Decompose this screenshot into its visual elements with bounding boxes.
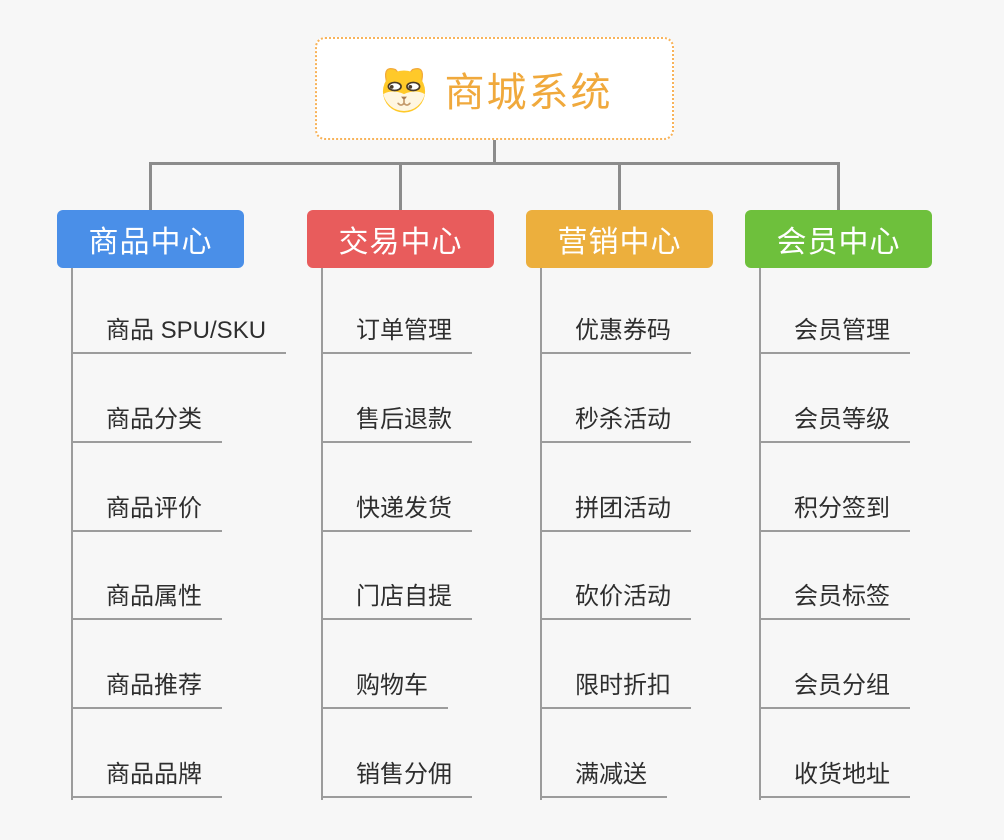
branch-label: 会员中心 [776, 226, 901, 259]
branch-label: 营销中心 [557, 226, 682, 259]
branch-children-line-member [759, 268, 761, 800]
child-node-full-reduction[interactable]: 满减送 [540, 758, 667, 798]
connector-drop-product [149, 162, 152, 210]
child-node-label: 商品 SPU/SKU [106, 317, 267, 344]
child-node-member-tag[interactable]: 会员标签 [759, 580, 910, 620]
child-node-label: 销售分佣 [356, 761, 452, 788]
connector-root-stem [493, 140, 496, 164]
branch-node-trade-center[interactable]: 交易中心 [307, 210, 494, 268]
child-node-group-buy[interactable]: 拼团活动 [540, 492, 691, 532]
child-node-member-level[interactable]: 会员等级 [759, 403, 910, 443]
child-node-label: 售后退款 [356, 406, 452, 433]
child-node-shopping-cart[interactable]: 购物车 [321, 669, 448, 709]
child-node-label: 砍价活动 [575, 583, 671, 610]
dog-face-icon [382, 67, 425, 113]
child-node-label: 秒杀活动 [575, 406, 671, 433]
child-node-label: 商品分类 [106, 406, 202, 433]
child-node-label: 满减送 [575, 761, 647, 788]
connector-drop-marketing [618, 162, 621, 210]
root-node-title: 商城系统 [444, 70, 613, 115]
child-node-product-review[interactable]: 商品评价 [71, 492, 222, 532]
child-node-label: 拼团活动 [575, 495, 671, 522]
child-node-flash-sale[interactable]: 秒杀活动 [540, 403, 691, 443]
child-node-product-spu-sku[interactable]: 商品 SPU/SKU [71, 314, 287, 354]
connector-drop-trade [399, 162, 402, 210]
child-node-bargain-activity[interactable]: 砍价活动 [540, 580, 691, 620]
child-node-label: 会员分组 [794, 672, 890, 699]
child-node-label: 积分签到 [794, 495, 890, 522]
child-node-label: 快递发货 [356, 495, 452, 522]
child-node-label: 商品属性 [106, 583, 202, 610]
connector-horizontal-rail [149, 162, 840, 165]
branch-children-line-trade [321, 268, 323, 800]
child-node-product-category[interactable]: 商品分类 [71, 403, 222, 443]
child-node-label: 订单管理 [356, 317, 452, 344]
root-node-mall-system[interactable]: 商城系统 [315, 37, 674, 140]
child-node-product-attribute[interactable]: 商品属性 [71, 580, 222, 620]
child-node-label: 会员管理 [794, 317, 890, 344]
child-node-label: 商品评价 [106, 495, 202, 522]
branch-node-product-center[interactable]: 商品中心 [57, 210, 244, 268]
child-node-label: 限时折扣 [575, 672, 671, 699]
branch-node-marketing-center[interactable]: 营销中心 [526, 210, 713, 268]
child-node-label: 会员等级 [794, 406, 890, 433]
child-node-product-brand[interactable]: 商品品牌 [71, 758, 222, 798]
child-node-label: 优惠券码 [575, 317, 671, 344]
child-node-shipping-address[interactable]: 收货地址 [759, 758, 910, 798]
child-node-member-group[interactable]: 会员分组 [759, 669, 910, 709]
child-node-store-pickup[interactable]: 门店自提 [321, 580, 472, 620]
child-node-label: 商品推荐 [106, 672, 202, 699]
branch-node-member-center[interactable]: 会员中心 [745, 210, 932, 268]
child-node-order-management[interactable]: 订单管理 [321, 314, 472, 354]
child-node-label: 门店自提 [356, 583, 452, 610]
branch-label: 交易中心 [338, 226, 463, 259]
child-node-express-delivery[interactable]: 快递发货 [321, 492, 472, 532]
connector-drop-member [837, 162, 840, 210]
child-node-limited-time-discount[interactable]: 限时折扣 [540, 669, 691, 709]
child-node-label: 商品品牌 [106, 761, 202, 788]
branch-children-line-product [71, 268, 73, 800]
child-node-coupon-code[interactable]: 优惠券码 [540, 314, 691, 354]
child-node-label: 会员标签 [794, 583, 890, 610]
child-node-label: 收货地址 [794, 761, 890, 788]
child-node-points-checkin[interactable]: 积分签到 [759, 492, 910, 532]
child-node-member-management[interactable]: 会员管理 [759, 314, 910, 354]
child-node-sales-commission[interactable]: 销售分佣 [321, 758, 472, 798]
child-node-aftersale-refund[interactable]: 售后退款 [321, 403, 472, 443]
child-node-label: 购物车 [356, 672, 428, 699]
branch-children-line-marketing [540, 268, 542, 800]
branch-label: 商品中心 [88, 226, 213, 259]
child-node-product-recommend[interactable]: 商品推荐 [71, 669, 222, 709]
